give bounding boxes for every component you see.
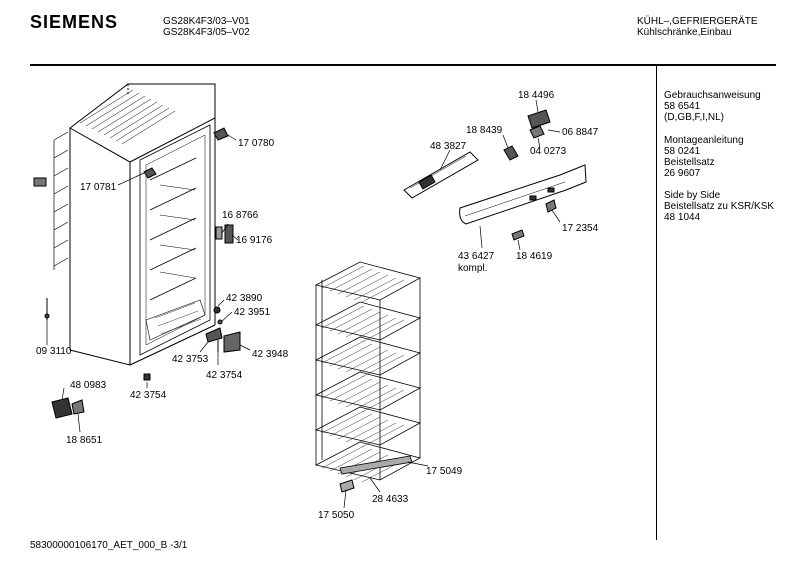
part-label: 17 0780 xyxy=(238,138,275,149)
part-label: 42 3753 xyxy=(172,354,209,365)
part-label: 17 5049 xyxy=(426,466,463,477)
part-label: 17 5050 xyxy=(318,510,355,521)
part-label: 04 0273 xyxy=(530,146,567,157)
part-label: 09 3110 xyxy=(36,346,72,357)
part-label: 17 0781 xyxy=(80,182,117,193)
switch-part xyxy=(51,397,85,419)
part-label: 18 4619 xyxy=(516,251,553,262)
part-label: 28 4633 xyxy=(372,494,409,505)
model-number-2: GS28K4F3/05–V02 xyxy=(163,27,250,38)
brand-logo: SIEMENS xyxy=(30,12,119,32)
doc-line: 58 6541 xyxy=(664,101,701,112)
category-subtitle: Kühlschränke,Einbau xyxy=(637,27,732,38)
footer-code: 58300000106170_AET_000_B -3/1 xyxy=(30,540,188,551)
part-label: 17 2354 xyxy=(562,223,599,234)
part-label: 42 3948 xyxy=(252,349,289,360)
part-label: 42 3754 xyxy=(130,390,167,401)
part-label: 42 3951 xyxy=(234,307,271,318)
doc-line: Beistellsatz zu KSR/KSK xyxy=(664,201,775,212)
doc-line: 58 0241 xyxy=(664,146,701,157)
cabinet-body xyxy=(53,83,216,366)
doc-title: Side by Side xyxy=(664,190,721,201)
model-number-1: GS28K4F3/03–V01 xyxy=(163,16,250,27)
part-label: 18 8439 xyxy=(466,125,503,136)
part-label: kompl. xyxy=(458,263,488,274)
category-title: KÜHL–,GEFRIERGERÄTE xyxy=(637,16,758,27)
part-label: 18 4496 xyxy=(518,90,555,101)
doc-line: Beistellsatz xyxy=(664,157,715,168)
doc-line: 48 1044 xyxy=(664,212,701,223)
doc-line: 26 9607 xyxy=(664,168,701,179)
part-label: 42 3890 xyxy=(226,293,263,304)
doc-title: Gebrauchsanweisung xyxy=(664,90,761,101)
doc-side-by-side: Side by Side Beistellsatz zu KSR/KSK 48 … xyxy=(664,190,799,223)
sidebar-divider xyxy=(656,66,657,540)
doc-gebrauchsanweisung: Gebrauchsanweisung 58 6541 (D,GB,F,I,NL) xyxy=(664,90,799,123)
header-divider xyxy=(30,64,776,66)
part-label: 42 3754 xyxy=(206,370,243,381)
control-panel xyxy=(459,164,587,225)
doc-line: (D,GB,F,I,NL) xyxy=(664,112,725,123)
part-label: 06 8847 xyxy=(562,127,599,138)
part-label: 43 6427 xyxy=(458,251,495,262)
part-label: 48 0983 xyxy=(70,380,107,391)
part-label: 48 3827 xyxy=(430,141,467,152)
part-label: 16 9176 xyxy=(236,235,273,246)
doc-title: Montageanleitung xyxy=(664,135,744,146)
doc-montageanleitung: Montageanleitung 58 0241 Beistellsatz 26… xyxy=(664,135,799,179)
part-label: 16 8766 xyxy=(222,210,259,221)
shelf-stack xyxy=(314,261,422,483)
clip-part xyxy=(33,177,47,187)
part-label: 18 8651 xyxy=(66,435,103,446)
